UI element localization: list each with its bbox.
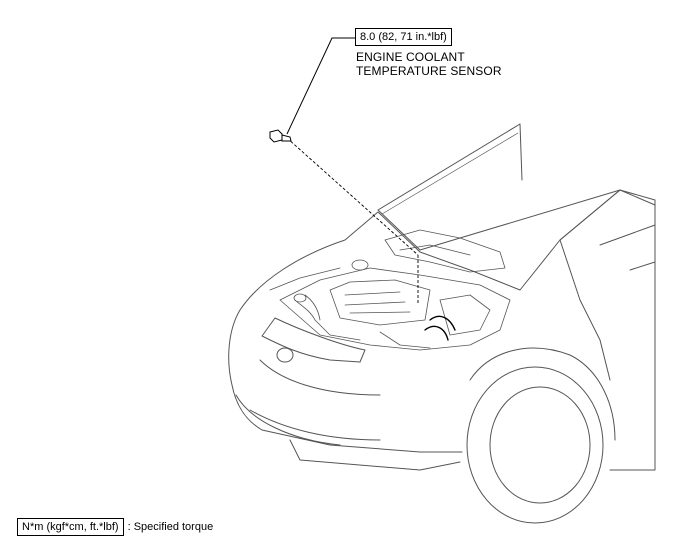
torque-legend: N*m (kgf*cm, ft.*lbf) : Specified torque bbox=[17, 518, 213, 536]
front-wheel bbox=[466, 347, 616, 524]
legend-description: : Specified torque bbox=[127, 521, 214, 533]
legend-unit-box: N*m (kgf*cm, ft.*lbf) bbox=[17, 518, 124, 536]
open-hood bbox=[377, 123, 621, 251]
front-bumper bbox=[235, 394, 461, 471]
install-dashed-line bbox=[286, 137, 419, 256]
headlight bbox=[261, 317, 366, 363]
windshield bbox=[559, 189, 656, 271]
torque-spec-box: 8.0 (82, 71 in.*lbf) bbox=[355, 28, 452, 46]
callout-leader-line bbox=[286, 37, 355, 135]
engine-compartment bbox=[269, 229, 511, 351]
coolant-temperature-sensor-part bbox=[269, 129, 292, 143]
part-name-line1: ENGINE COOLANT bbox=[356, 50, 465, 64]
part-name-line2: TEMPERATURE SENSOR bbox=[356, 64, 502, 78]
part-name-label: ENGINE COOLANT TEMPERATURE SENSOR bbox=[356, 50, 502, 78]
